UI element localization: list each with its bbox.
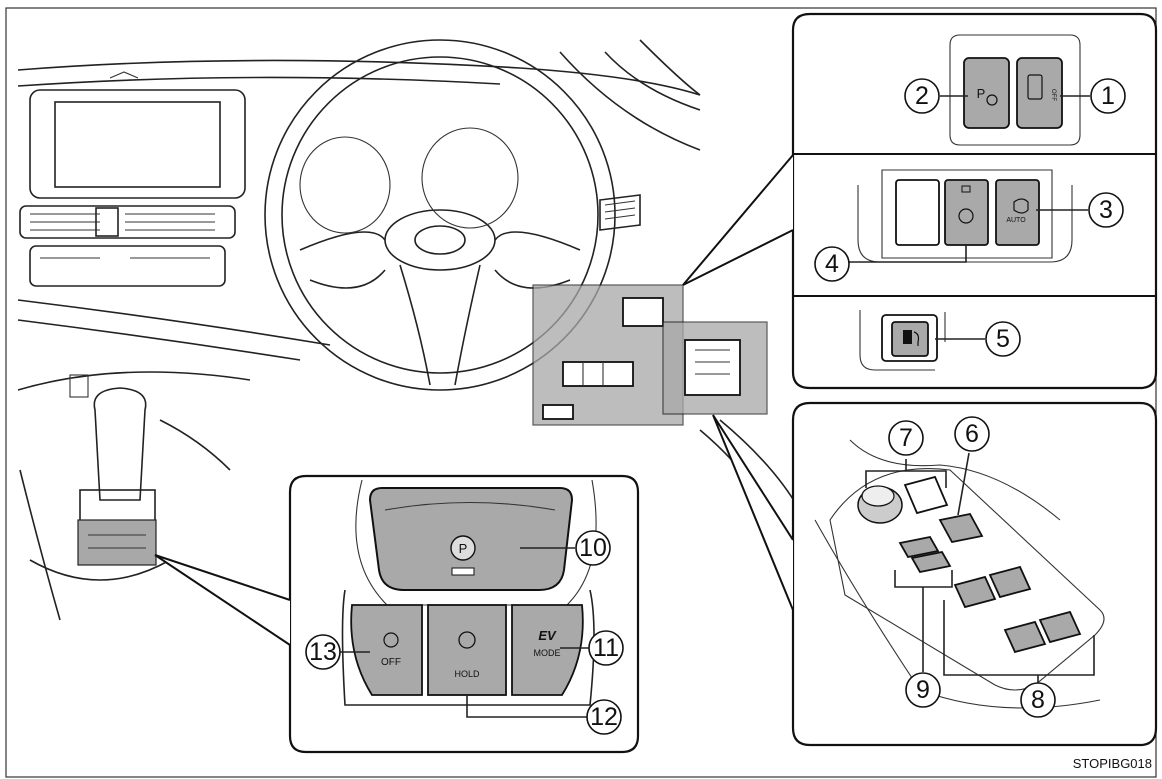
right-top-callout-group: P OFF 2 1 AUTO 3 bbox=[682, 12, 1158, 390]
console-pointer-wedge bbox=[154, 554, 291, 646]
door-lock-switch-b bbox=[910, 550, 952, 574]
figure-code: STOPIBG018 bbox=[1073, 756, 1152, 771]
door-lock-switch-a bbox=[898, 535, 940, 559]
power-window-switch-fl bbox=[953, 575, 997, 609]
brake-hold-switch bbox=[427, 604, 507, 696]
trc-off-label: OFF bbox=[381, 657, 401, 668]
ev-mode-switch bbox=[511, 604, 584, 696]
ev-mode-top-label: EV bbox=[538, 628, 557, 643]
console-switch-detail: P OFF HOLD EV MODE 10 11 13 12 bbox=[154, 474, 640, 754]
ev-mode-bottom-label: MODE bbox=[534, 648, 561, 658]
park-assist-button bbox=[963, 57, 1010, 129]
callout-4: 4 bbox=[825, 250, 839, 278]
window-lock-switch bbox=[938, 512, 984, 544]
switch-panel-5: 5 bbox=[859, 310, 1021, 371]
door-switch-detail: 7 6 9 8 bbox=[712, 401, 1158, 747]
callout-12: 12 bbox=[590, 703, 618, 731]
callout-11: 11 bbox=[593, 634, 619, 662]
callout-2: 2 bbox=[915, 82, 929, 110]
callout-9: 9 bbox=[916, 676, 930, 704]
switch-panel-3-4: AUTO 3 4 bbox=[814, 169, 1124, 282]
power-window-switch-rl bbox=[1003, 620, 1047, 654]
rear-defogger-button bbox=[944, 179, 989, 246]
park-assist-p-label: P bbox=[977, 86, 986, 101]
parking-brake-p-label: P bbox=[459, 541, 468, 556]
callout-13: 13 bbox=[309, 638, 337, 666]
power-window-switch-fr bbox=[988, 565, 1032, 599]
power-window-switch-rr bbox=[1038, 610, 1082, 644]
callout-5: 5 bbox=[996, 325, 1010, 353]
callout-7: 7 bbox=[899, 424, 913, 452]
callout-8: 8 bbox=[1031, 686, 1045, 714]
dashboard-illustration bbox=[17, 39, 806, 621]
door-pointer-wedge bbox=[712, 414, 794, 611]
callout-6: 6 bbox=[965, 420, 979, 448]
switch-panel-1-2: P OFF 2 1 bbox=[904, 34, 1126, 146]
callout-3: 3 bbox=[1099, 196, 1113, 224]
svg-text:OFF: OFF bbox=[1050, 89, 1056, 101]
callout-1: 1 bbox=[1101, 82, 1115, 110]
detail-pointer-wedge bbox=[682, 154, 794, 286]
callout-10: 10 bbox=[579, 534, 607, 562]
trc-off-switch bbox=[350, 604, 423, 696]
brake-hold-label: HOLD bbox=[454, 669, 480, 679]
auto-headlight-label: AUTO bbox=[1006, 217, 1026, 224]
